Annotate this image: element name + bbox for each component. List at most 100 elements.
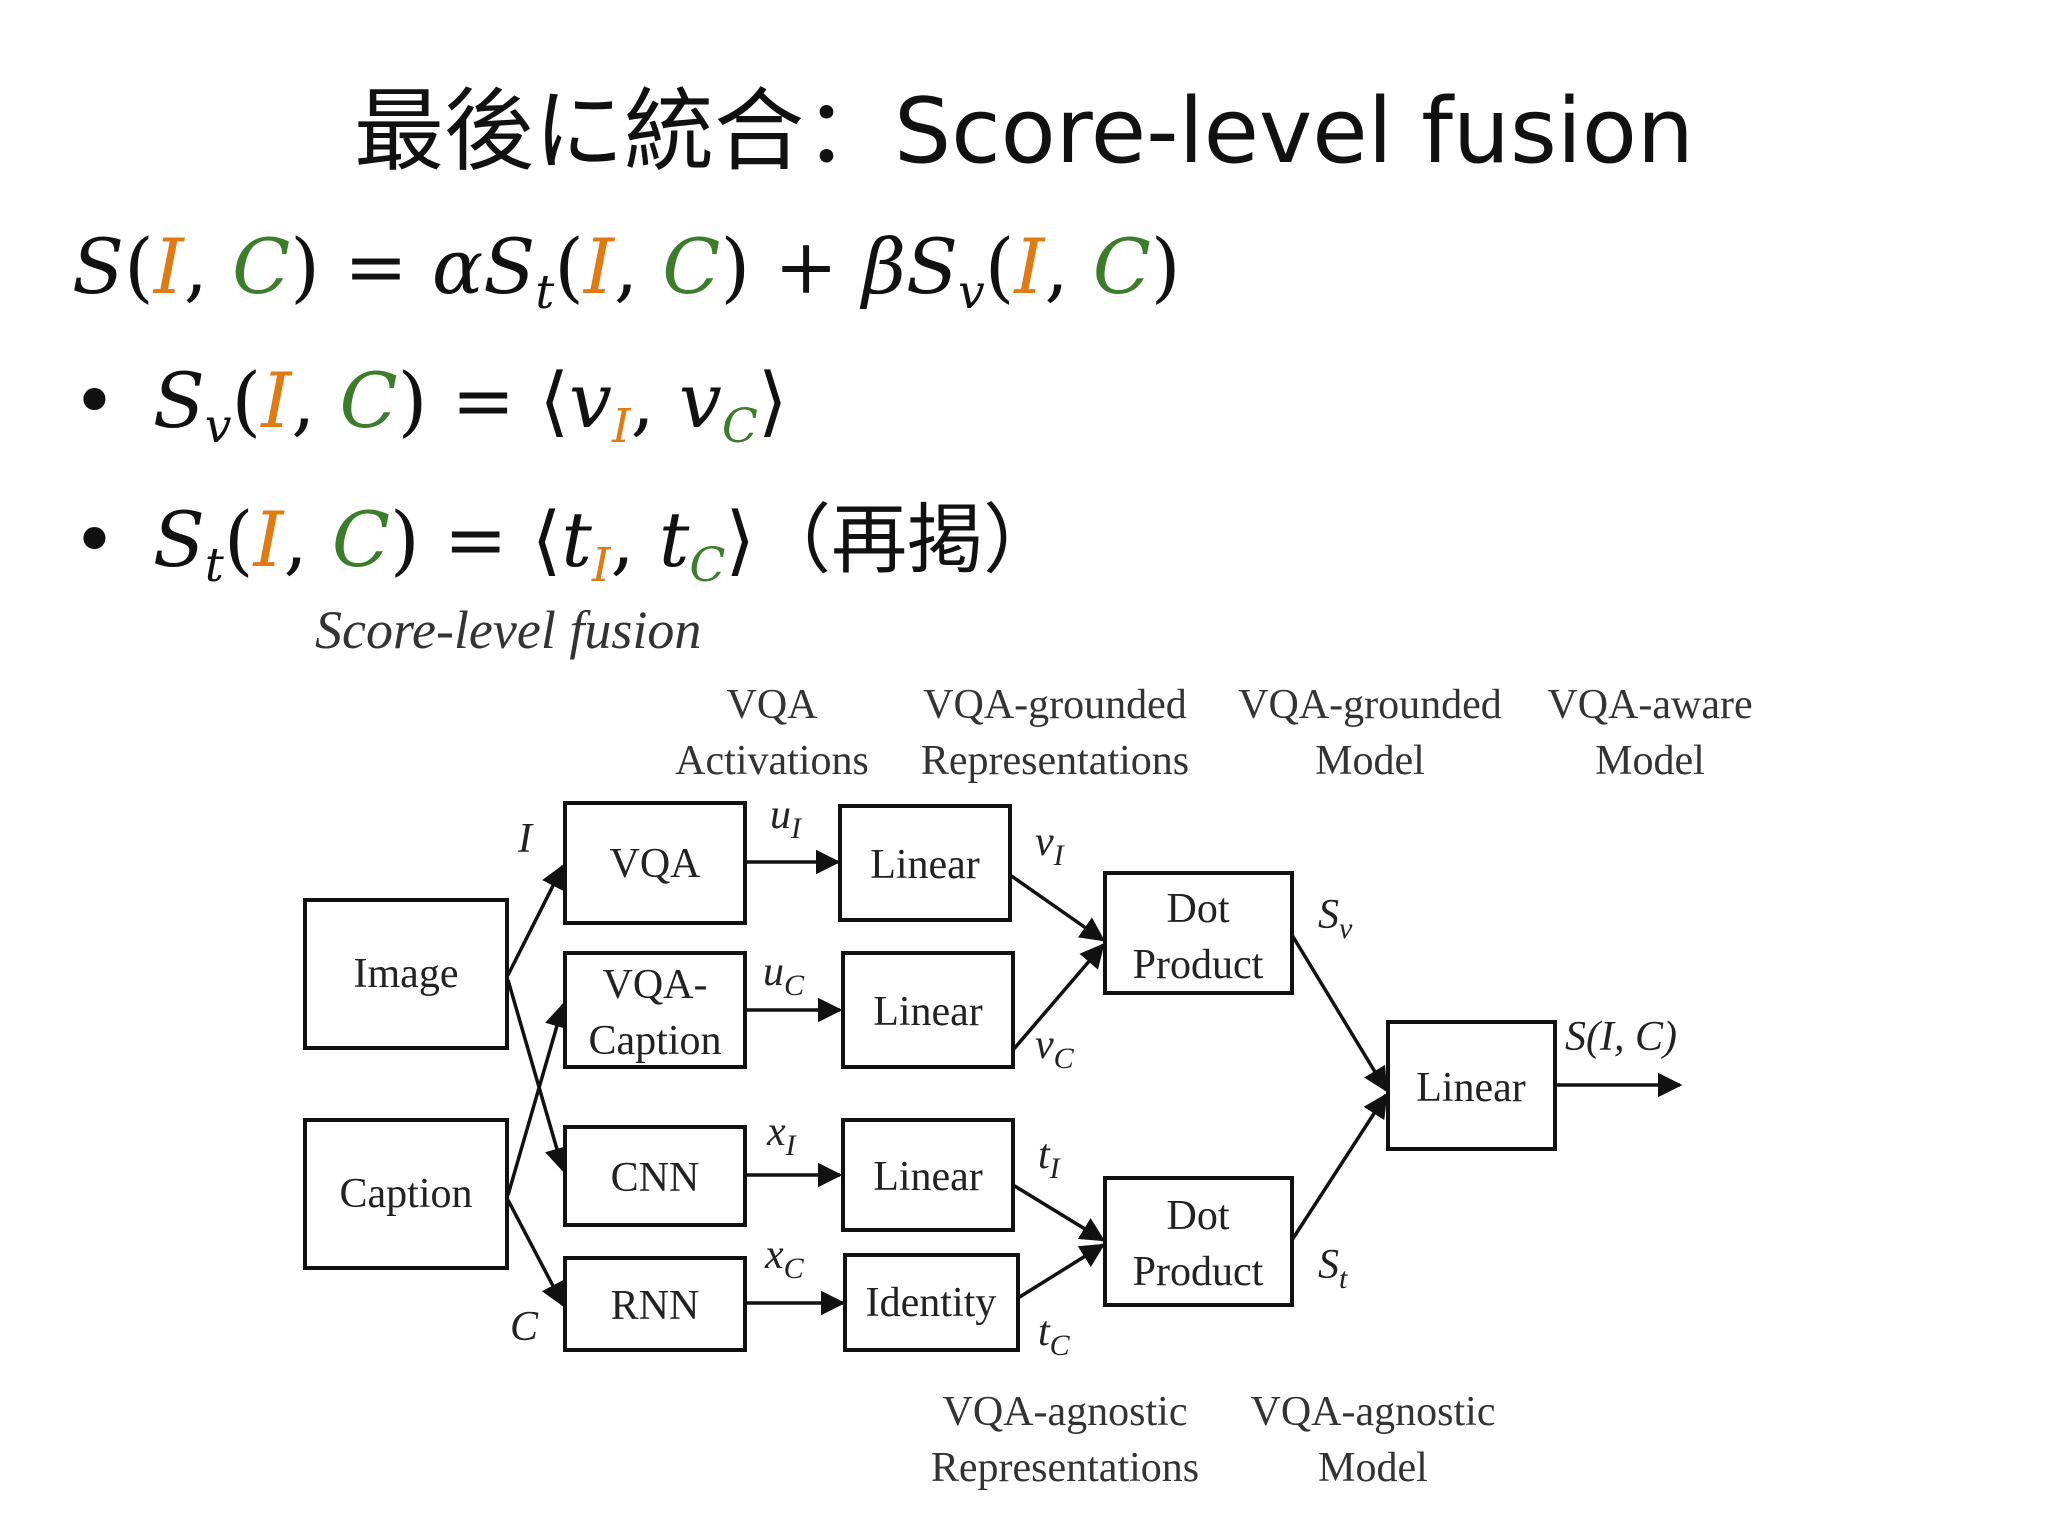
var-u-i: uI	[770, 792, 803, 845]
header-vqa-grounded-model-1: VQA-grounded	[1238, 682, 1502, 728]
header-vqa-activations-1: VQA	[727, 682, 819, 728]
linear-label-1: Linear	[870, 842, 980, 888]
vqa-box	[563, 801, 747, 925]
var-u-c: uC	[763, 949, 805, 1002]
formula-caption-var: C	[232, 222, 291, 311]
header-vqa-aware-model-2: Model	[1595, 738, 1705, 784]
formula-caption-var: C	[662, 222, 721, 311]
vqa-caption-label-2: Caption	[589, 1018, 722, 1064]
edge-image-to-vqa	[506, 863, 565, 976]
formula-s: S	[152, 495, 205, 584]
formula-caption-var: C	[331, 495, 391, 584]
formula-t: t	[658, 495, 690, 584]
var-output-score: S(I, C)	[1565, 1014, 1677, 1060]
cnn-box	[563, 1125, 747, 1227]
var-i: I	[517, 816, 534, 862]
vqa-caption-label-1: VQA-	[603, 962, 708, 1008]
formula-equals: =	[451, 356, 516, 445]
formula-s: S	[72, 222, 125, 311]
caption-label: Caption	[340, 1171, 473, 1217]
formula-sub-image: I	[611, 399, 631, 455]
vqa-label: VQA	[610, 841, 702, 887]
header-vqa-aware-model-1: VQA-aware	[1547, 682, 1752, 728]
final-linear-box	[1386, 1020, 1557, 1151]
formula-sub-v: v	[958, 265, 985, 321]
var-x-c: xC	[764, 1232, 805, 1285]
formula-image-var: I	[153, 222, 184, 311]
header-vqa-agnostic-repr-1: VQA-agnostic	[943, 1389, 1188, 1435]
header-vqa-grounded-repr-2: Representations	[921, 738, 1189, 784]
edge-identity-to-dot2	[1017, 1243, 1106, 1300]
slide-title: 最後に統合：Score-level fusion	[354, 79, 1694, 184]
formula-sub-t: t	[535, 265, 555, 321]
formula-s: S	[152, 356, 205, 445]
image-label: Image	[354, 951, 459, 997]
formula-alpha: α	[431, 222, 484, 311]
formula-image-var: I	[1014, 222, 1045, 311]
formula-equals: =	[443, 495, 508, 584]
var-s-t: St	[1318, 1242, 1348, 1295]
identity-box	[843, 1253, 1020, 1352]
bullet-sv: •Sv(I, C) = ⟨vI, vC⟩	[72, 356, 788, 455]
var-v-c: vC	[1035, 1022, 1075, 1075]
var-v-i: vI	[1035, 819, 1066, 872]
dot-product-box-2	[1103, 1176, 1294, 1307]
formula-v: v	[569, 356, 612, 445]
formula-sub: v	[204, 399, 232, 455]
dot-product-box-1	[1103, 871, 1294, 995]
rnn-box	[563, 1256, 747, 1352]
header-vqa-activations-2: Activations	[675, 738, 869, 784]
dot-product-label-2a: Dot	[1167, 1193, 1230, 1239]
identity-label: Identity	[866, 1280, 997, 1326]
formula-equals: =	[344, 222, 408, 311]
edge-caption-to-vqa-caption	[506, 1002, 569, 1196]
cnn-label: CNN	[611, 1155, 700, 1201]
bullet-st: •St(I, C) = ⟨tI, tC⟩（再掲）	[72, 495, 1060, 594]
header-vqa-agnostic-repr-2: Representations	[931, 1445, 1199, 1491]
formula-image-var: I	[261, 356, 292, 445]
caption-box	[303, 1118, 509, 1270]
formula-caption-var: C	[1092, 222, 1151, 311]
dot-product-label-1a: Dot	[1167, 886, 1230, 932]
bullet-dot: •	[72, 495, 117, 584]
formula-sub: t	[204, 538, 224, 594]
linear-box-1	[838, 804, 1012, 922]
edge-linear1-to-dot1	[1008, 873, 1106, 942]
formula-sub-image: I	[591, 538, 611, 594]
formula-v: v	[678, 356, 722, 445]
formula-beta: β	[862, 222, 907, 311]
linear-box-3	[841, 1118, 1015, 1232]
var-x-i: xI	[766, 1109, 798, 1162]
formula-sub-caption: C	[721, 399, 758, 455]
header-vqa-grounded-model-2: Model	[1315, 738, 1425, 784]
formula-sub-caption: C	[689, 538, 726, 594]
edge-dot1-to-final-linear	[1290, 934, 1388, 1093]
formula-sv: S	[906, 222, 959, 311]
main-formula: S(I, C) = αSt(I, C) + βSv(I, C)	[72, 222, 1181, 321]
formula-image-var: I	[583, 222, 614, 311]
dot-product-label-1b: Product	[1133, 942, 1264, 988]
edge-dot2-to-final-linear	[1290, 1092, 1388, 1241]
formula-t: t	[561, 495, 592, 584]
formula-caption-var: C	[339, 356, 398, 445]
formula-st: S	[483, 222, 536, 311]
edge-image-to-cnn	[506, 979, 569, 1173]
image-box	[303, 898, 509, 1050]
var-t-i: tI	[1038, 1132, 1062, 1185]
formula-note: （再掲）	[755, 495, 1060, 584]
linear-box-2	[841, 951, 1015, 1069]
formula-image-var: I	[253, 495, 284, 584]
edge-linear2-to-dot1	[1011, 943, 1105, 1052]
var-s-v: Sv	[1318, 892, 1353, 945]
vqa-caption-box	[563, 951, 747, 1069]
rnn-label: RNN	[611, 1283, 700, 1329]
edge-linear3-to-dot2	[1012, 1183, 1106, 1242]
linear-label-3: Linear	[873, 1154, 983, 1200]
header-vqa-grounded-repr-1: VQA-grounded	[923, 682, 1187, 728]
final-linear-label: Linear	[1416, 1065, 1526, 1111]
var-t-c: tC	[1038, 1309, 1071, 1362]
formula-plus: +	[774, 222, 838, 311]
var-c: C	[510, 1304, 539, 1350]
bullet-dot: •	[72, 356, 117, 445]
